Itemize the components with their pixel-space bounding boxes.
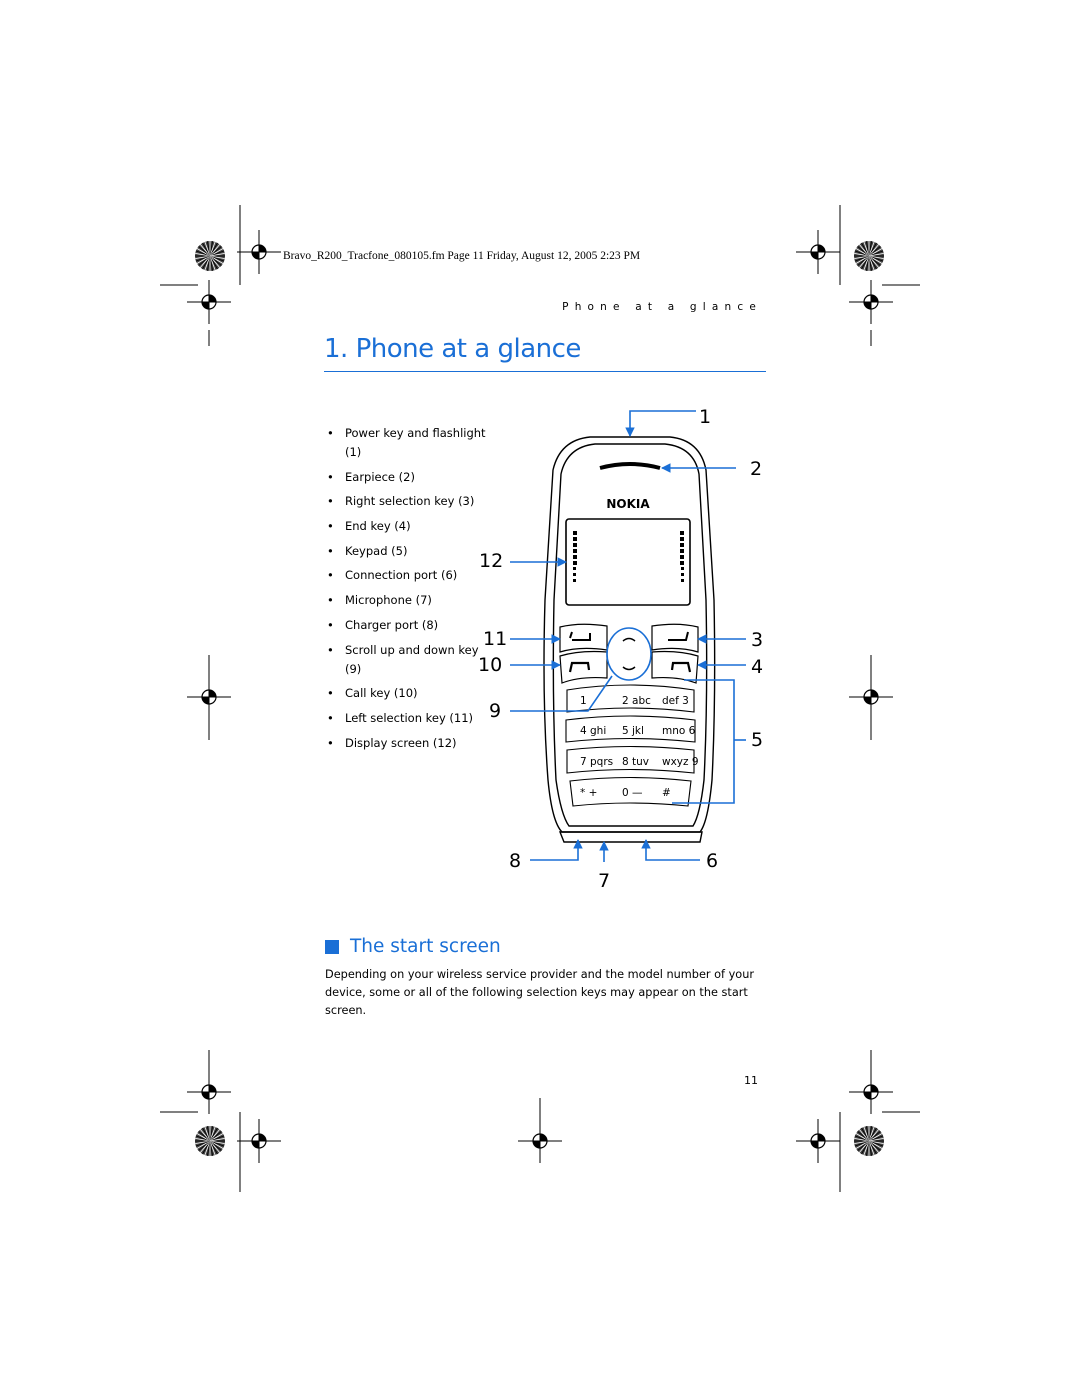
signal-bars-icon: [573, 531, 577, 582]
left-selection-key: [559, 623, 608, 653]
list-item: Call key (10): [326, 684, 486, 703]
list-item: Power key and flashlight (1): [326, 424, 486, 462]
list-item: Display screen (12): [326, 734, 486, 753]
section-marker-icon: [325, 940, 339, 954]
callout-7: 7: [598, 870, 611, 892]
display-screen: [565, 518, 691, 606]
keypad-key-label: 4 ghi: [580, 725, 606, 737]
list-item: Earpiece (2): [326, 468, 486, 487]
phone-body: [543, 436, 716, 843]
keypad-key-label: def 3: [662, 695, 689, 707]
call-icon: [568, 661, 591, 673]
keypad-key-label: 5 jkl: [622, 725, 644, 737]
callout-6: 6: [706, 850, 719, 872]
registration-cross-icon: [187, 280, 231, 324]
callout-lines: [510, 410, 746, 862]
brand-logo: NOKIA: [606, 497, 650, 511]
end-icon: [670, 661, 692, 673]
callout-11: 11: [483, 628, 508, 650]
chapter-title: 1. Phone at a glance: [324, 334, 581, 364]
list-item: Microphone (7): [326, 591, 486, 610]
callout-9: 9: [489, 700, 502, 722]
scroll-up-icon: [622, 637, 636, 642]
list-item: Scroll up and down key (9): [326, 641, 486, 679]
color-target-icon: [195, 1126, 225, 1156]
page-number: 11: [744, 1074, 758, 1087]
callout-12: 12: [479, 550, 504, 572]
list-item: End key (4): [326, 517, 486, 536]
scroll-key: [606, 627, 652, 681]
list-item: Keypad (5): [326, 542, 486, 561]
earpiece-icon: [599, 462, 661, 470]
registration-cross-icon: [518, 1119, 562, 1163]
end-key: [651, 650, 699, 684]
keypad-key-label: #: [662, 787, 671, 799]
registration-cross-icon: [187, 1070, 231, 1114]
section-title: The start screen: [350, 936, 501, 957]
section-body: Depending on your wireless service provi…: [325, 968, 755, 1017]
callout-1: 1: [699, 406, 712, 428]
right-selection-key: [651, 623, 699, 653]
list-item: Left selection key (11): [326, 709, 486, 728]
title-rule: [324, 371, 766, 372]
color-target-icon: [854, 1126, 884, 1156]
callout-5: 5: [751, 729, 764, 751]
callout-4: 4: [751, 656, 764, 678]
keypad-key-label: 8 tuv: [622, 756, 649, 768]
running-head: Phone at a glance: [562, 301, 762, 313]
keypad-key-label: 7 pqrs: [580, 756, 613, 768]
callout-3: 3: [751, 629, 764, 651]
print-header: Bravo_R200_Tracfone_080105.fm Page 11 Fr…: [283, 250, 641, 262]
right-softkey-icon: [668, 631, 689, 641]
list-item: Right selection key (3): [326, 492, 486, 511]
parts-list: Power key and flashlight (1) Earpiece (2…: [326, 424, 486, 758]
registration-cross-icon: [796, 1119, 840, 1163]
battery-bars-icon: [680, 531, 684, 582]
color-target-icon: [195, 241, 225, 271]
registration-cross-icon: [849, 1070, 893, 1114]
registration-cross-icon: [237, 1119, 281, 1163]
keypad: [565, 684, 696, 807]
keypad-key-label: 2 abc: [622, 695, 651, 707]
registration-cross-icon: [237, 230, 281, 274]
registration-cross-icon: [796, 230, 840, 274]
callout-8: 8: [509, 850, 522, 872]
keypad-key-label: mno 6: [662, 725, 696, 737]
scroll-down-icon: [622, 666, 636, 671]
left-softkey-icon: [569, 631, 591, 641]
color-target-icon: [854, 241, 884, 271]
registration-cross-icon: [849, 280, 893, 324]
call-key: [559, 650, 608, 684]
keypad-key-label: 0 —: [622, 787, 643, 799]
phone-diagram: NOKIA 1 2 abc def 3 4 ghi 5 jkl mno 6 7 pqrs 8 …: [510, 410, 746, 862]
callout-10: 10: [478, 654, 503, 676]
callout-2: 2: [750, 458, 763, 480]
keypad-key-label: * +: [580, 787, 597, 799]
keypad-key-label: wxyz 9: [662, 756, 699, 768]
keypad-key-label: 1: [580, 695, 587, 707]
list-item: Connection port (6): [326, 566, 486, 585]
list-item: Charger port (8): [326, 616, 486, 635]
